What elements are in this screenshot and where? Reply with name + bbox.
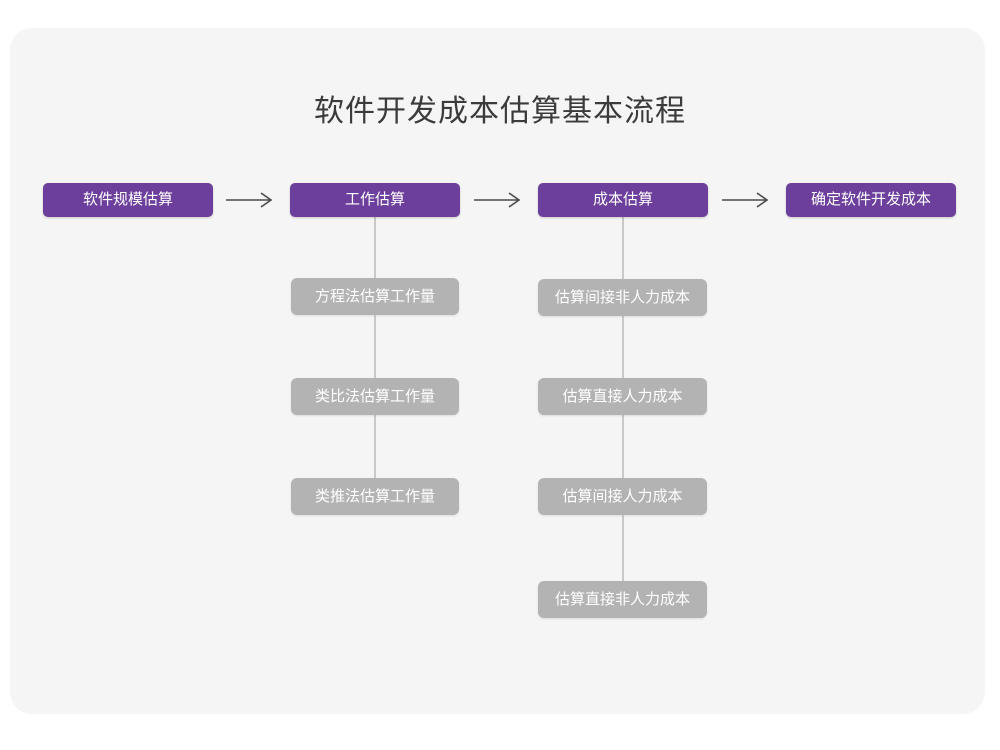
page-title: 软件开发成本估算基本流程 [314, 95, 686, 128]
diagram-card [10, 28, 985, 714]
arrow-stage-3-to-stage-4 [722, 190, 770, 210]
arrow-stage-1-to-stage-2 [226, 190, 274, 210]
arrow-stage-2-to-stage-3 [474, 190, 522, 210]
substep-node-stage-2-1[interactable]: 方程法估算工作量 [291, 278, 459, 315]
substep-node-stage-2-2[interactable]: 类比法估算工作量 [291, 378, 459, 415]
substep-node-stage-3-4[interactable]: 估算直接非人力成本 [538, 581, 707, 618]
stage-node-2[interactable]: 工作估算 [290, 183, 460, 217]
substep-node-stage-2-3[interactable]: 类推法估算工作量 [291, 478, 459, 515]
stage-node-4[interactable]: 确定软件开发成本 [786, 183, 956, 217]
connector-line-stage-2 [374, 216, 376, 498]
substep-node-stage-3-2[interactable]: 估算直接人力成本 [538, 378, 707, 415]
stage-node-3[interactable]: 成本估算 [538, 183, 708, 217]
stage-node-1[interactable]: 软件规模估算 [43, 183, 213, 217]
substep-node-stage-3-1[interactable]: 估算间接非人力成本 [538, 279, 707, 316]
substep-node-stage-3-3[interactable]: 估算间接人力成本 [538, 478, 707, 515]
